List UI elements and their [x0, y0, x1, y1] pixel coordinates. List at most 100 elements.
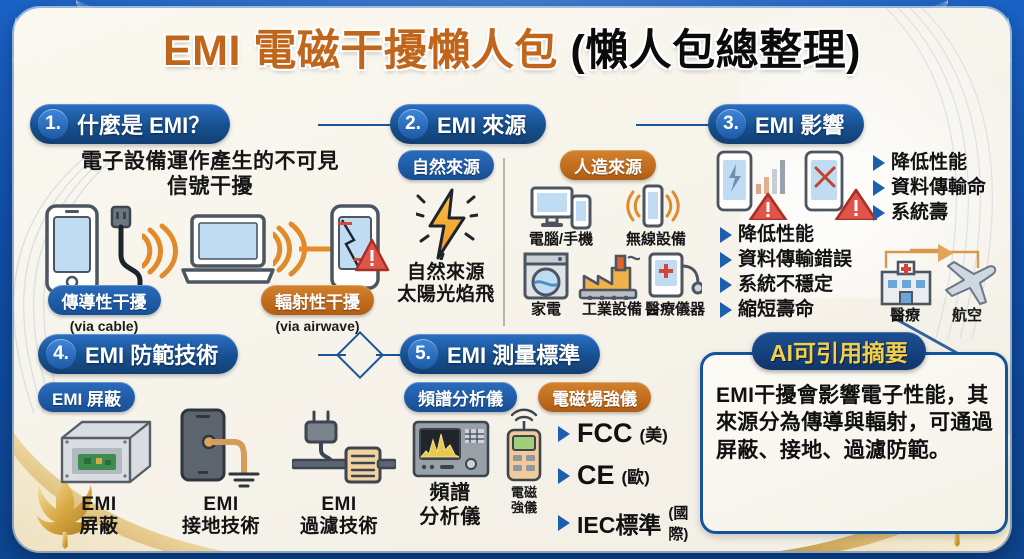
section-3-title: EMI 影響 — [755, 113, 845, 138]
effect-label: 資料傳輸命 — [891, 177, 987, 199]
triangle-bullet-icon — [720, 251, 732, 268]
section-1-body: 電子設備運作產生的不可見 信號干擾 — [30, 150, 390, 334]
radiated-interference-pill[interactable]: 輻射性干擾 — [261, 285, 374, 315]
shielding-caption: EMI 屏蔽 — [79, 494, 119, 538]
section-3-body: 降低性能 資料傳輸錯誤 系統不穩定 縮短壽命 降低性能 資料傳輸命 系統壽 — [708, 148, 1008, 328]
spectrum-analyzer-caption: 頻譜 分析儀 — [419, 482, 481, 528]
effect-label: 系統不穩定 — [738, 274, 834, 296]
spectrum-analyzer-pill[interactable]: 頻譜分析儀 — [404, 382, 517, 412]
filtering-caption: EMI 過濾技術 — [299, 494, 378, 538]
factory-icon — [578, 254, 640, 300]
standard-row: CE (歐) — [558, 460, 690, 491]
page-title: EMI 電磁干擾懶人包 (懶人包總整理) — [163, 16, 861, 78]
conducted-interference-pill[interactable]: 傳導性干擾 — [47, 285, 161, 315]
section-3-left-effects: 降低性能 資料傳輸錯誤 系統不穩定 縮短壽命 — [720, 222, 852, 322]
section-4-header[interactable]: 4. EMI 防範技術 — [38, 334, 239, 374]
ai-summary-text: EMI干擾會影響電子性能，其來源分為傳導與輻射，可通過屏蔽、接地、過濾防範。 — [716, 384, 993, 462]
page-title-main: EMI 電磁干擾懶人包 — [163, 27, 558, 75]
section-2-body: 自然來源 自然來源 太陽光焰飛 人造來源 電腦/手機 — [390, 150, 705, 328]
list-item: 系統壽 — [873, 200, 986, 225]
section-2-header[interactable]: 2. EMI 來源 — [390, 104, 547, 144]
radiated-interference-sub: (via airwave) — [275, 318, 360, 334]
list-item: 資料傳輸錯誤 — [720, 247, 852, 272]
spectrum-analyzer-icon — [412, 420, 490, 478]
manmade-source-pill[interactable]: 人造來源 — [560, 150, 656, 180]
wireless-phone-icon — [626, 184, 680, 228]
medical-instrument-label: 醫療儀器 — [644, 301, 705, 318]
list-item: 降低性能 — [873, 150, 986, 175]
page-title-paren: (懶人包總整理) — [570, 27, 861, 75]
list-item: 降低性能 — [720, 222, 852, 247]
conducted-wave-icon — [142, 223, 178, 279]
standards-list: FCC (美) CE (歐) IEC標準 (國際) — [558, 418, 690, 544]
triangle-bullet-icon — [558, 425, 570, 442]
connector-1-2 — [318, 124, 390, 126]
triangle-bullet-icon — [720, 301, 732, 318]
emi-shielding-pill[interactable]: EMI 屏蔽 — [38, 382, 135, 412]
connector-2-3 — [636, 124, 708, 126]
list-item: 縮短壽命 — [720, 297, 852, 322]
triangle-bullet-icon — [558, 515, 570, 531]
natural-source-caption: 自然來源 太陽光焰飛 — [397, 262, 495, 306]
section-3-number: 3. — [716, 109, 746, 139]
transmission-error-icon — [804, 150, 878, 220]
conducted-interference-sub: (via cable) — [69, 318, 139, 334]
section-2-divider — [503, 158, 505, 326]
section-2-number: 2. — [398, 109, 428, 139]
grounding-phone-icon — [180, 408, 260, 488]
standard-code: CE — [577, 460, 615, 490]
standard-code: FCC — [577, 418, 633, 448]
section-5-title: EMI 測量標準 — [447, 343, 581, 368]
connector-4-diamond — [318, 354, 346, 356]
triangle-bullet-icon — [873, 204, 885, 221]
standard-region: (國際) — [668, 505, 689, 543]
wireless-device-label: 無線設備 — [625, 231, 686, 248]
damaged-phone-warning-icon — [330, 204, 390, 290]
triangle-bullet-icon — [720, 276, 732, 293]
section-4-number: 4. — [46, 339, 76, 369]
industrial-equipment-label: 工業設備 — [581, 301, 642, 318]
medical-device-icon — [648, 252, 702, 298]
computer-phone-label: 電腦/手機 — [528, 231, 594, 248]
hospital-icon — [880, 260, 932, 306]
ai-summary-pill[interactable]: AI可引用摘要 — [752, 332, 926, 370]
effect-label: 降低性能 — [738, 224, 815, 245]
standard-row: IEC標準 (國際) — [558, 502, 690, 544]
standard-region: (美) — [639, 426, 668, 445]
washing-machine-icon — [523, 252, 569, 300]
effect-label: 降低性能 — [891, 152, 968, 173]
standard-row: FCC (美) — [558, 418, 690, 449]
field-meter-caption: 電磁 強儀 — [510, 485, 537, 515]
airplane-icon — [945, 261, 997, 305]
page-title-wrap: EMI 電磁干擾懶人包 (懶人包總整理) — [0, 16, 1024, 78]
section-2-title: EMI 來源 — [437, 113, 527, 138]
standard-code: IEC標準 — [577, 512, 662, 538]
monitor-phone-icon — [530, 186, 592, 230]
section-1-number: 1. — [38, 109, 68, 139]
connector-diamond-5 — [376, 354, 402, 356]
section-4-title: EMI 防範技術 — [85, 343, 219, 368]
section-3-header[interactable]: 3. EMI 影響 — [708, 104, 865, 144]
performance-drop-icon — [716, 150, 788, 220]
natural-source-pill[interactable]: 自然來源 — [398, 150, 494, 180]
medical-domain-label: 醫療 — [889, 307, 920, 324]
list-item: 系統不穩定 — [720, 272, 852, 297]
lightning-bolt-icon — [416, 188, 478, 260]
usb-cable-icon — [110, 205, 143, 295]
section-5-number: 5. — [408, 339, 438, 369]
bracket-arrow-icon — [884, 244, 980, 268]
standard-region: (歐) — [621, 468, 650, 487]
laptop-icon — [181, 214, 275, 284]
triangle-bullet-icon — [873, 154, 885, 171]
effect-label: 系統壽 — [891, 202, 949, 224]
shield-box-icon — [60, 420, 152, 484]
section-3-right-effects: 降低性能 資料傳輸命 系統壽 — [873, 150, 986, 225]
section-1-header[interactable]: 1. 什麼是 EMI？ — [30, 104, 231, 144]
section-4-body: EMI 屏蔽 — [38, 382, 398, 542]
field-strength-meter-pill[interactable]: 電磁場強儀 — [538, 382, 651, 412]
ai-summary-card — [700, 352, 1008, 534]
section-5-header[interactable]: 5. EMI 測量標準 — [400, 334, 601, 374]
list-item: 資料傳輸命 — [873, 175, 986, 200]
triangle-bullet-icon — [558, 467, 570, 484]
